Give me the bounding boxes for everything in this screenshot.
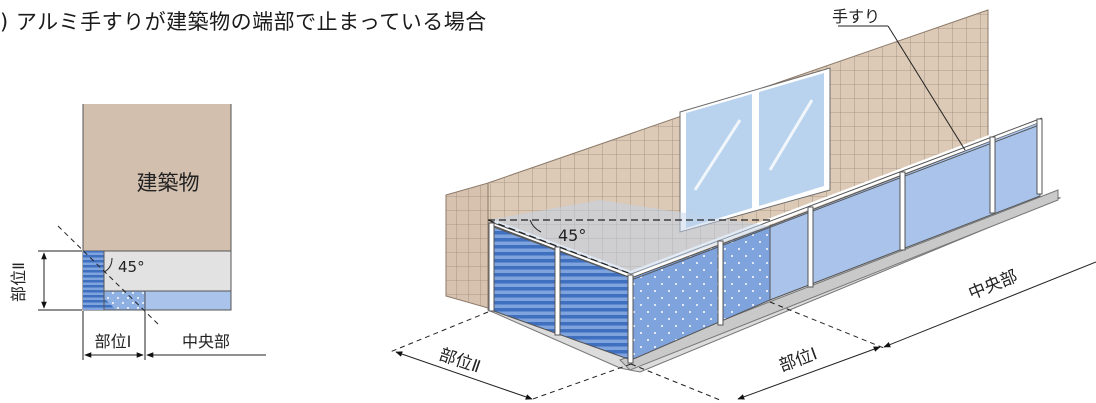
- plan-center-label: 中央部: [182, 332, 230, 351]
- zone-2-dimension: [395, 351, 533, 400]
- plan-angle-label: 45°: [118, 258, 145, 276]
- window-pane-left: [686, 94, 752, 228]
- perspective-angle-label: 45°: [558, 226, 586, 245]
- perspective-center-label: 中央部: [966, 267, 1021, 305]
- building-label: 建築物: [137, 171, 200, 195]
- perspective-view: 45° 手すり 部位Ⅱ 部位Ⅰ 中央部: [389, 7, 1096, 401]
- railing-posts: [488, 118, 1043, 364]
- plan-45-line: [57, 225, 161, 327]
- side-wall: [445, 182, 489, 309]
- plan-zone-1-fill: [104, 270, 145, 310]
- plan-view: 建築物 45° 部位Ⅱ 部位Ⅰ 中央: [9, 104, 266, 360]
- section-heading: ) アルミ手すりが建築物の端部で止まっている場合: [0, 10, 487, 34]
- handrail-leader: [887, 25, 966, 151]
- plan-zone-1-label: 部位Ⅰ: [95, 332, 132, 351]
- window-pane-right: [759, 73, 824, 206]
- zone-1-dimension: [737, 346, 881, 400]
- handrail-label: 手すり: [832, 7, 880, 26]
- plan-zone-2-label: 部位Ⅱ: [9, 262, 28, 302]
- perspective-zone-2-label: 部位Ⅱ: [436, 345, 483, 378]
- center-dimension: [883, 261, 1096, 348]
- building-block: [83, 104, 231, 251]
- plan-center-railing: [144, 290, 232, 311]
